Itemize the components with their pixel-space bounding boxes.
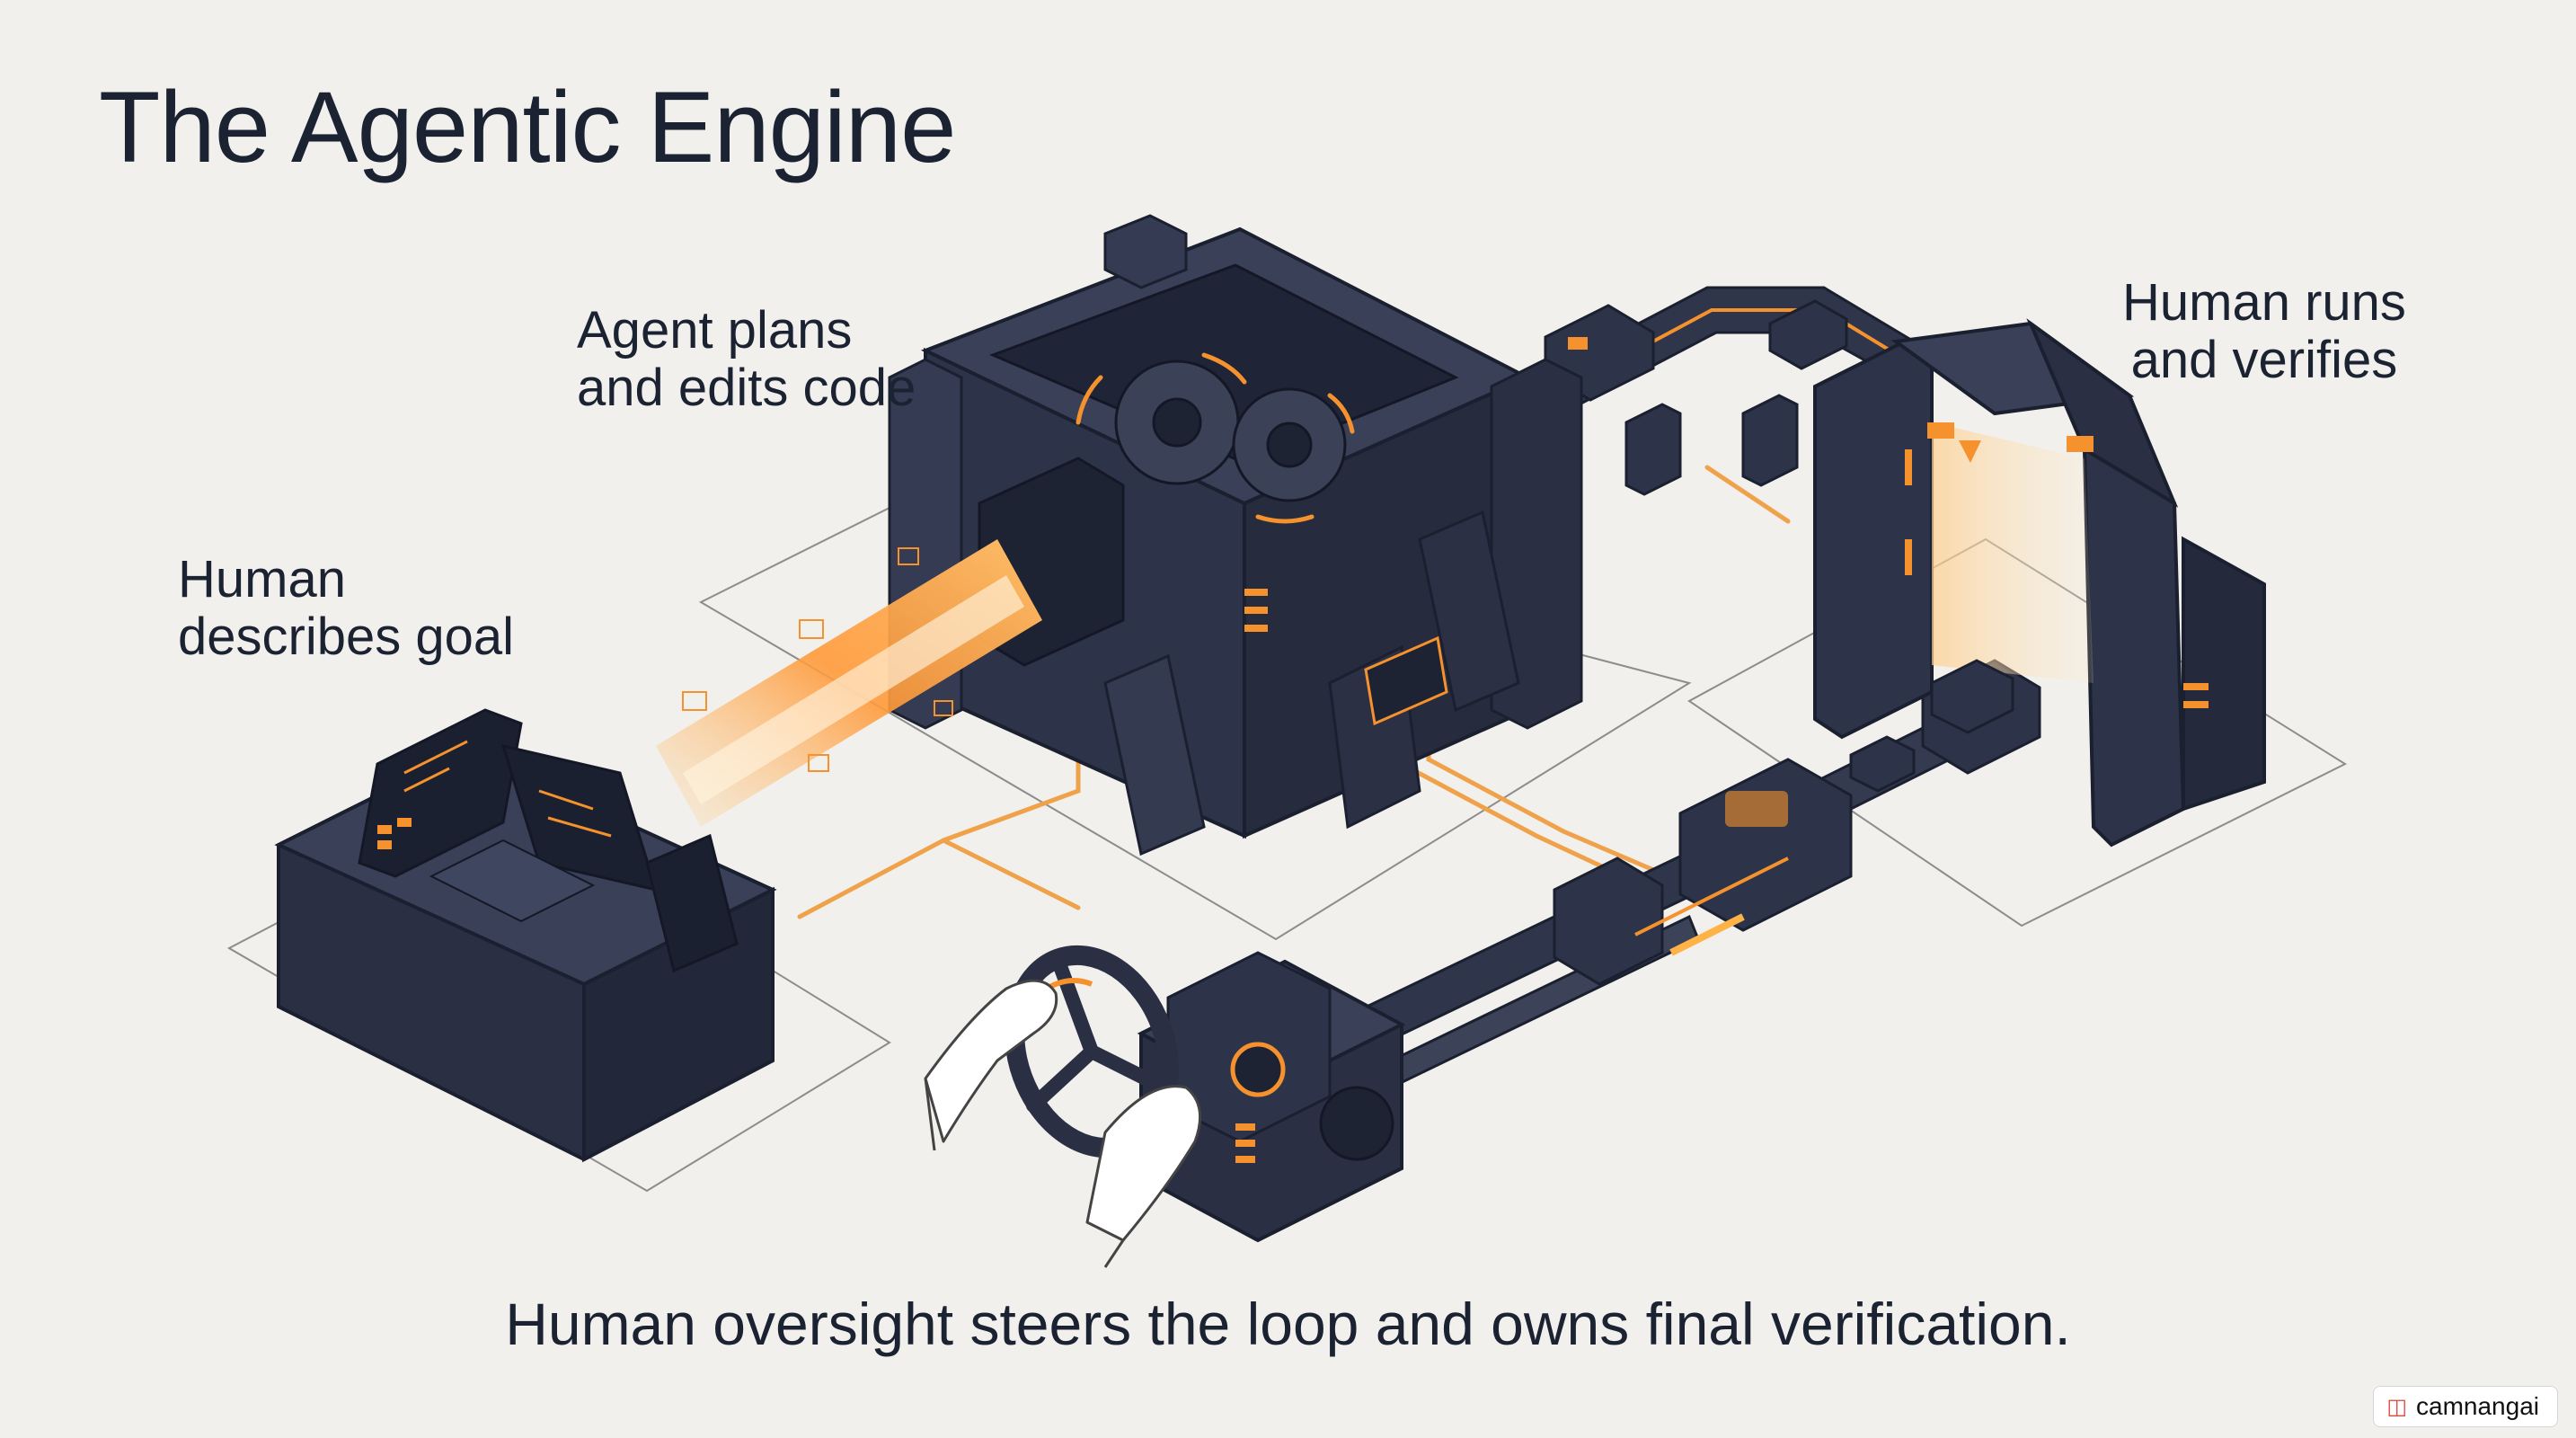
verification-gate bbox=[1813, 318, 2266, 848]
label-line: and verifies bbox=[2130, 331, 2398, 389]
upper-rail bbox=[1517, 286, 1916, 496]
book-icon: ◫ bbox=[2386, 1394, 2408, 1419]
label-line: and edits code bbox=[577, 359, 916, 417]
engine-block bbox=[888, 214, 1583, 857]
steering-station bbox=[1137, 951, 1406, 1243]
hands-icon bbox=[924, 979, 1202, 1242]
watermark-badge[interactable]: ◫ camnangai bbox=[2373, 1386, 2558, 1427]
badge-text: camnangai bbox=[2416, 1392, 2539, 1420]
gear-icon bbox=[1114, 360, 1347, 502]
page-title: The Agentic Engine bbox=[99, 71, 956, 183]
label-line: describes goal bbox=[178, 608, 514, 666]
hand-lines bbox=[924, 1078, 1125, 1268]
caption: Human oversight steers the loop and owns… bbox=[505, 1291, 2071, 1357]
label-human-describes-goal: Human describes goal bbox=[178, 551, 514, 666]
rotation-arrows bbox=[1076, 352, 1355, 524]
label-agent-plans: Agent plans and edits code bbox=[577, 302, 916, 417]
label-line: Agent plans bbox=[577, 301, 853, 360]
operator-console bbox=[274, 708, 777, 1163]
label-human-runs-verifies: Human runs and verifies bbox=[2122, 274, 2406, 389]
input-beam bbox=[656, 539, 1042, 827]
label-line: Human runs bbox=[2122, 273, 2406, 332]
label-line: Human bbox=[178, 550, 346, 608]
